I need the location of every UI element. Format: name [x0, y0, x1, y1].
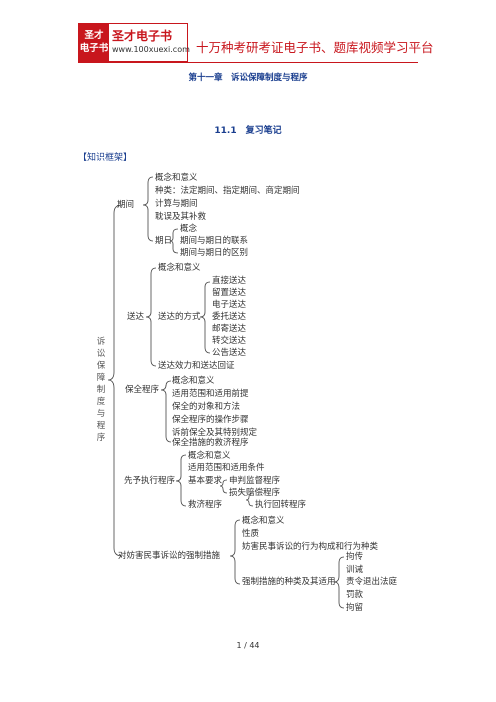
node-coercive-type: 拘留 [346, 603, 364, 613]
node-coercive-types: 强制措施的种类及其适用 [242, 577, 336, 587]
node-service-method: 邮寄送达 [212, 324, 247, 334]
node-period-item: 概念和意义 [155, 173, 198, 183]
node-advance: 先予执行程序 [124, 476, 176, 486]
node-advance-remedy-item: 执行回转程序 [255, 500, 307, 510]
node-service-method: 委托送达 [212, 312, 247, 322]
node-service-method: 直接送达 [212, 276, 247, 286]
node-coercive-item: 概念和意义 [242, 516, 285, 526]
node-preservation-item: 保全措施的救济程序 [172, 438, 249, 448]
node-date-item: 概念 [180, 224, 198, 234]
node-service: 送达 [127, 312, 145, 322]
node-date: 期日 [155, 236, 173, 246]
node-date-item: 期间与期日的联系 [180, 236, 249, 246]
node-period-item: 计算与期间 [155, 199, 198, 209]
node-preservation-item: 保全程序的操作步骤 [172, 415, 249, 425]
node-preservation-item: 诉前保全及其特别规定 [172, 428, 258, 438]
node-service-method: 电子送达 [212, 300, 247, 310]
node-service-method: 公告送达 [212, 348, 247, 358]
node-advance-item: 概念和意义 [188, 451, 231, 461]
node-service-methods: 送达的方式 [158, 312, 201, 322]
logo-name: 圣才电子书 [112, 29, 173, 43]
section-title: 11.1 复习笔记 [214, 126, 282, 136]
node-coercive-type: 拘传 [346, 552, 364, 562]
brand-logo: 圣才电子书 圣才电子书 www.100xuexi.com [78, 23, 190, 62]
tree-root-text: 诉讼保障制度与程序 [96, 337, 106, 443]
node-coercive-type: 训诫 [346, 565, 364, 575]
page-number: 1 / 44 [236, 641, 260, 650]
node-service-method: 留置送达 [212, 288, 247, 298]
node-advance-loss: 损失赔偿程序 [229, 488, 281, 498]
node-service-effect: 送达效力和送达回证 [158, 361, 235, 371]
node-preservation-item: 概念和意义 [172, 376, 215, 386]
node-coercive-item: 妨害民事诉讼的行为构成和行为种类 [242, 542, 379, 552]
chapter-title: 第十一章 诉讼保障制度与程序 [188, 73, 308, 83]
platform-slogan: 十万种考研考证电子书、题库视频学习平台 [196, 40, 434, 55]
node-period-item: 耽误及其补救 [155, 212, 207, 222]
node-preservation: 保全程序 [125, 385, 160, 395]
node-service-concept: 概念和意义 [158, 263, 201, 273]
node-service-method: 转交送达 [212, 336, 247, 346]
node-preservation-item: 适用范围和适用前提 [172, 389, 249, 399]
node-period-item: 种类：法定期间、指定期间、商定期间 [155, 186, 300, 196]
node-coercive-type: 责令退出法庭 [346, 577, 398, 587]
node-date-item: 期间与期日的区别 [180, 248, 249, 258]
header-divider [78, 62, 418, 63]
node-preservation-item: 保全的对象和方法 [172, 402, 241, 412]
node-period: 期间 [117, 200, 135, 210]
node-advance-item: 适用范围和适用条件 [188, 463, 265, 473]
node-coercive-type: 罚款 [346, 590, 364, 600]
logo-mark: 圣才电子书 [79, 24, 109, 61]
node-advance-basic-item: 申判监督程序 [229, 476, 281, 486]
node-advance-basic: 基本要求 [188, 476, 223, 486]
logo-url: www.100xuexi.com [112, 45, 190, 54]
node-advance-remedy: 救济程序 [188, 500, 223, 510]
knowledge-framework-label: 【知识框架】 [78, 153, 133, 163]
tree-root: 诉讼保障制度与程序 [96, 336, 106, 444]
node-coercive: 对妨害民事诉讼的强制措施 [118, 551, 221, 561]
node-coercive-item: 性质 [242, 529, 260, 539]
